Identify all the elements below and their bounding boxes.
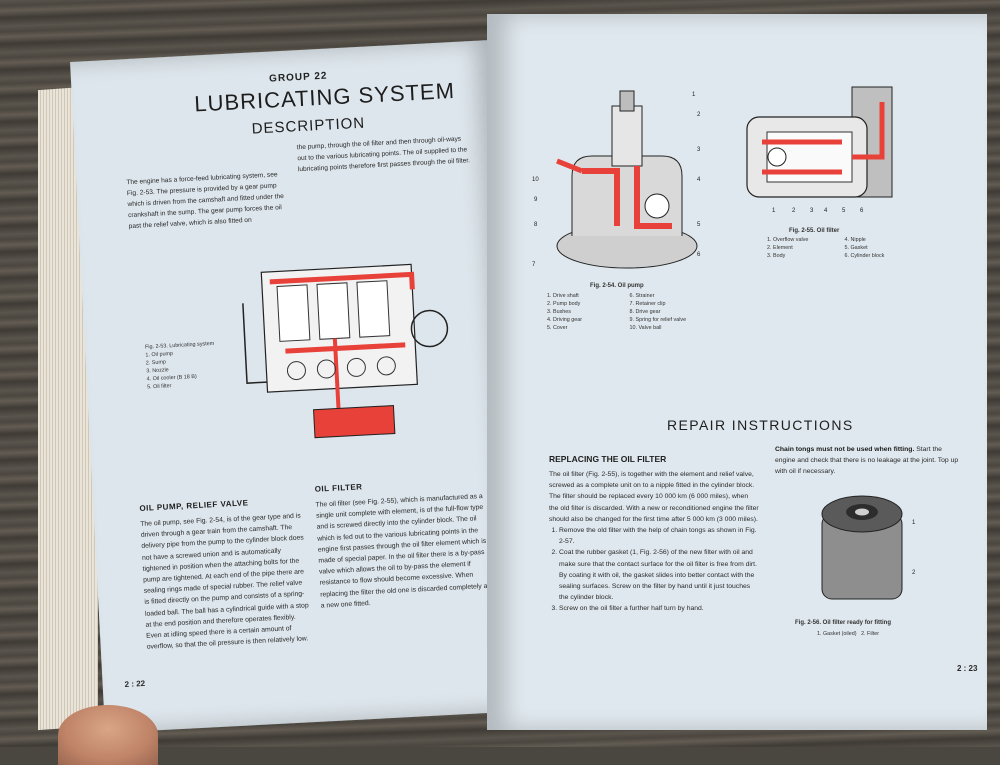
- caption-item: 2. Element: [767, 245, 793, 251]
- oil-pump-text: The oil pump, see Fig. 2-54, is of the g…: [140, 512, 309, 652]
- filter-caption-list: 1. Overflow valve 2. Element 3. Body 4. …: [767, 236, 917, 260]
- step-item: Coat the rubber gasket (1, Fig. 2-56) of…: [559, 547, 759, 603]
- caption-item: 2. Filter: [861, 631, 880, 637]
- svg-text:4: 4: [824, 208, 828, 214]
- pump-caption-title: Fig. 2-54. Oil pump: [590, 283, 644, 289]
- caption-item: 9. Spring for relief valve: [629, 317, 687, 323]
- svg-text:1: 1: [692, 92, 696, 98]
- svg-text:9: 9: [534, 197, 538, 203]
- step-item: Screw on the oil filter a further half t…: [559, 603, 759, 614]
- step-item: Remove the old filter with the help of c…: [559, 525, 759, 547]
- page-number-left: 2 : 22: [124, 678, 146, 689]
- svg-text:8: 8: [534, 222, 538, 228]
- left-page: GROUP 22 LUBRICATING SYSTEM DESCRIPTION …: [70, 39, 530, 734]
- svg-text:4: 4: [697, 177, 701, 183]
- oil-pump-heading: OIL PUMP, RELIEF VALVE: [139, 498, 249, 513]
- oil-filter-text: The oil filter (see Fig. 2-55), which is…: [315, 493, 496, 610]
- chain-tongs-text: Start the engine and check that there is…: [775, 446, 959, 476]
- can-caption-list: 1. Gasket (oiled) 2. Filter: [817, 630, 957, 638]
- oil-filter-cutaway-diagram: 1 2 3 4 5 6: [746, 86, 893, 214]
- svg-text:10: 10: [532, 177, 539, 183]
- svg-text:6: 6: [860, 208, 864, 214]
- caption-item: 1. Drive shaft: [547, 293, 579, 299]
- filter-caption-title: Fig. 2-55. Oil filter: [789, 228, 840, 234]
- intro-paragraph-a: The engine has a force-feed lubricating …: [126, 171, 285, 231]
- svg-text:2: 2: [912, 570, 916, 576]
- svg-text:2: 2: [697, 112, 701, 118]
- section-subtitle: DESCRIPTION: [251, 114, 366, 138]
- replacing-filter-section: The oil filter (Fig. 2-55), is together …: [549, 469, 759, 615]
- replacing-filter-text: The oil filter (Fig. 2-55), is together …: [549, 471, 759, 523]
- group-label: GROUP 22: [268, 70, 328, 85]
- svg-text:5: 5: [697, 222, 701, 228]
- replacement-steps: Remove the old filter with the help of c…: [549, 525, 759, 615]
- caption-item: 4. Nipple: [844, 237, 866, 243]
- svg-text:3: 3: [810, 208, 814, 214]
- engine-lubrication-diagram: [242, 263, 449, 439]
- engine-figure-caption: Fig. 2-53. Lubricating system 1. Oil pum…: [145, 339, 237, 392]
- caption-item: 3. Body: [767, 253, 786, 259]
- chain-tongs-warning: Chain tongs must not be used when fittin…: [775, 446, 915, 453]
- svg-text:2: 2: [792, 208, 796, 214]
- svg-text:1: 1: [772, 208, 776, 214]
- caption-item: 5. Cover: [547, 325, 568, 331]
- repair-instructions-title: REPAIR INSTRUCTIONS: [667, 417, 854, 433]
- caption-item: 4. Driving gear: [547, 317, 583, 323]
- caption-item: 6. Cylinder block: [844, 253, 885, 259]
- chain-tongs-note: Chain tongs must not be used when fittin…: [775, 444, 960, 478]
- caption-item: 7. Retainer clip: [629, 301, 666, 307]
- intro-paragraph-b: the pump, through the oil filter and the…: [296, 135, 471, 174]
- caption-item: 6. Strainer: [629, 293, 655, 299]
- caption-item: 1. Gasket (oiled): [817, 631, 857, 637]
- svg-text:3: 3: [697, 147, 701, 153]
- oil-filter-can-photo: 12: [821, 495, 916, 600]
- pump-caption-list: 1. Drive shaft 2. Pump body 3. Bushes 4.…: [547, 292, 707, 332]
- caption-item: 5. Gasket: [844, 245, 868, 251]
- caption-item: 8. Drive gear: [629, 309, 661, 315]
- page-title: LUBRICATING SYSTEM: [193, 77, 456, 117]
- svg-text:1: 1: [912, 520, 916, 526]
- can-caption-title: Fig. 2-56. Oil filter ready for fitting: [795, 620, 892, 626]
- svg-text:6: 6: [697, 252, 701, 258]
- svg-text:7: 7: [532, 262, 536, 268]
- oil-filter-heading: OIL FILTER: [314, 482, 363, 494]
- thumb-holding-book: [58, 705, 158, 765]
- caption-item: 3. Bushes: [547, 309, 571, 315]
- page-number-right: 2 : 23: [957, 664, 978, 673]
- replacing-filter-heading: REPLACING THE OIL FILTER: [549, 454, 667, 464]
- caption-item: 2. Pump body: [547, 301, 581, 307]
- oil-pump-diagram: 1 2 3 4 5 6 7 8 9 10: [532, 90, 701, 269]
- caption-item: 1. Overflow valve: [767, 237, 809, 243]
- svg-text:5: 5: [842, 208, 846, 214]
- caption-item: 10. Valve ball: [629, 325, 662, 331]
